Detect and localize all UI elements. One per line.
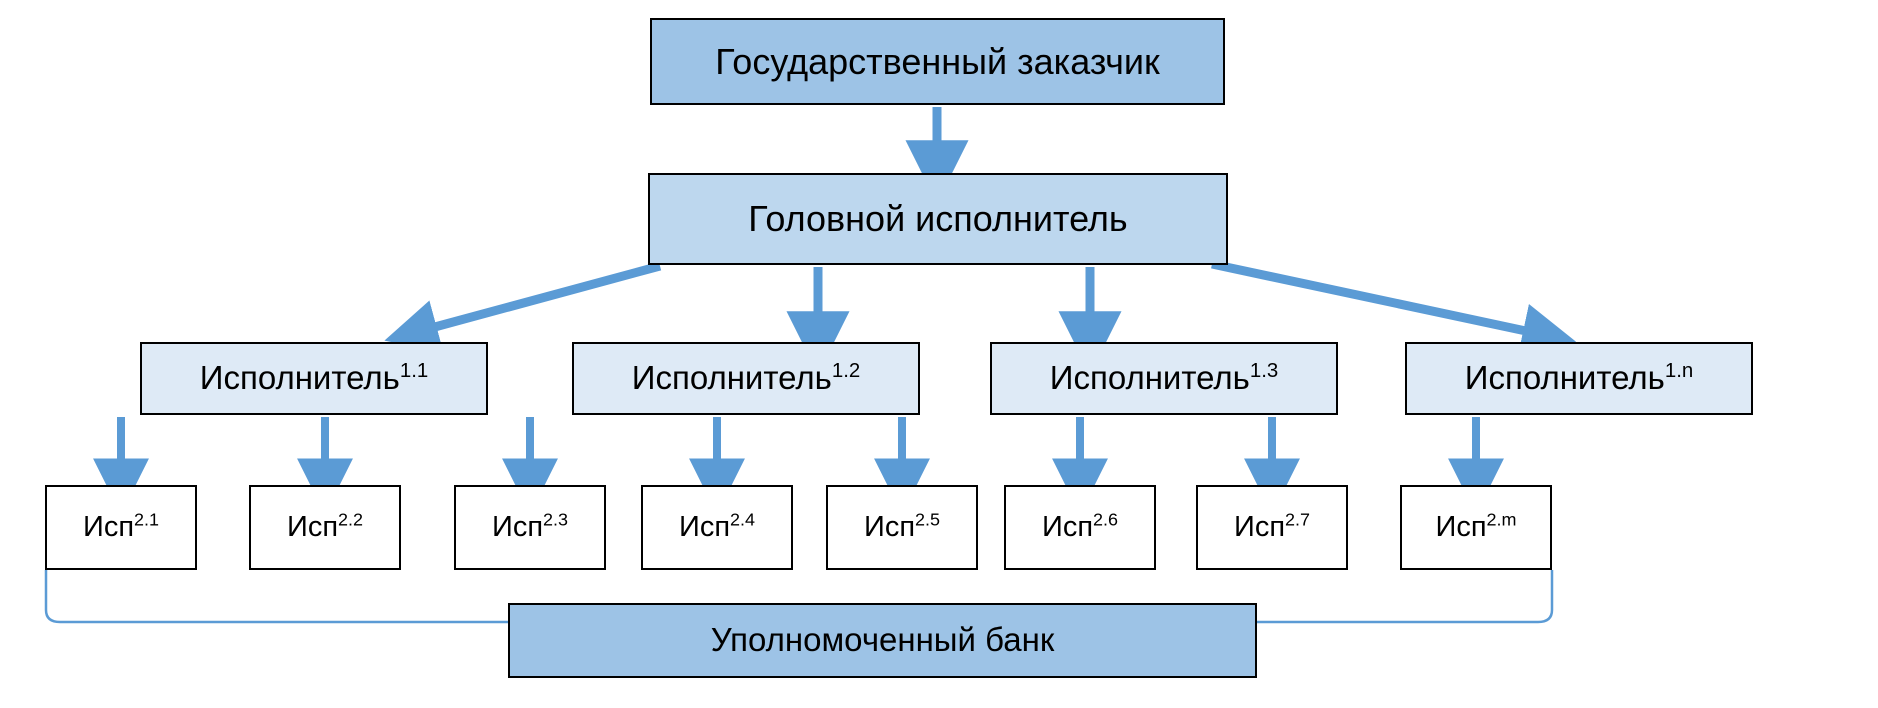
- node-executor-1-1-superscript: 1.1: [399, 359, 429, 383]
- node-sub-executor-2-m-superscript: 2.m: [1486, 509, 1517, 530]
- node-sub-executor-2-4-label: Исп2.4: [678, 509, 756, 544]
- node-sub-executor-2-3-superscript: 2.3: [543, 509, 569, 530]
- node-executor-1-3[interactable]: Исполнитель1.3: [990, 342, 1338, 415]
- node-sub-executor-2-6[interactable]: Исп2.6: [1004, 485, 1156, 570]
- node-executor-1-2[interactable]: Исполнитель1.2: [572, 342, 920, 415]
- node-sub-executor-2-1-superscript: 2.1: [134, 509, 160, 530]
- node-executor-1-3-superscript: 1.3: [1249, 359, 1279, 383]
- node-sub-executor-2-7-label: Исп2.7: [1233, 509, 1311, 544]
- node-sub-executor-2-5[interactable]: Исп2.5: [826, 485, 978, 570]
- node-sub-executor-2-7-superscript: 2.7: [1285, 509, 1311, 530]
- node-sub-executor-2-6-label: Исп2.6: [1041, 509, 1119, 544]
- node-executor-1-n-superscript: 1.n: [1664, 359, 1694, 383]
- node-sub-executor-2-2[interactable]: Исп2.2: [249, 485, 401, 570]
- node-sub-executor-2-m-label: Исп2.m: [1435, 509, 1517, 544]
- node-head-contractor[interactable]: Головной исполнитель: [648, 173, 1228, 265]
- node-sub-executor-2-2-label: Исп2.2: [286, 509, 364, 544]
- node-sub-executor-2-1[interactable]: Исп2.1: [45, 485, 197, 570]
- arrow-head-to-executor-1: [384, 261, 662, 353]
- node-sub-executor-2-m[interactable]: Исп2.m: [1400, 485, 1552, 570]
- node-executor-1-1[interactable]: Исполнитель1.1: [140, 342, 488, 415]
- node-state-customer[interactable]: Государственный заказчик: [650, 18, 1225, 105]
- node-sub-executor-2-6-superscript: 2.6: [1093, 509, 1119, 530]
- node-sub-executor-2-5-superscript: 2.5: [915, 509, 941, 530]
- node-sub-executor-2-3-label: Исп2.3: [491, 509, 569, 544]
- node-sub-executor-2-4-superscript: 2.4: [730, 509, 756, 530]
- node-executor-1-n[interactable]: Исполнитель1.n: [1405, 342, 1753, 415]
- node-executor-1-2-label: Исполнитель1.2: [631, 359, 861, 397]
- node-sub-executor-2-5-label: Исп2.5: [863, 509, 941, 544]
- node-executor-1-n-label: Исполнитель1.n: [1464, 359, 1694, 397]
- node-sub-executor-2-3[interactable]: Исп2.3: [454, 485, 606, 570]
- node-state-customer-label: Государственный заказчик: [715, 40, 1160, 82]
- node-executor-1-3-label: Исполнитель1.3: [1049, 359, 1279, 397]
- node-executor-1-1-label: Исполнитель1.1: [199, 359, 429, 397]
- node-sub-executor-2-4[interactable]: Исп2.4: [641, 485, 793, 570]
- node-sub-executor-2-1-label: Исп2.1: [82, 509, 160, 544]
- node-authorised-bank[interactable]: Уполномоченный банк: [508, 603, 1257, 678]
- node-sub-executor-2-2-superscript: 2.2: [338, 509, 364, 530]
- node-sub-executor-2-7[interactable]: Исп2.7: [1196, 485, 1348, 570]
- arrow-head-to-executor-4: [1211, 259, 1577, 357]
- node-executor-1-2-superscript: 1.2: [831, 359, 861, 383]
- node-authorised-bank-label: Уполномоченный банк: [710, 621, 1055, 659]
- node-head-contractor-label: Головной исполнитель: [748, 198, 1128, 240]
